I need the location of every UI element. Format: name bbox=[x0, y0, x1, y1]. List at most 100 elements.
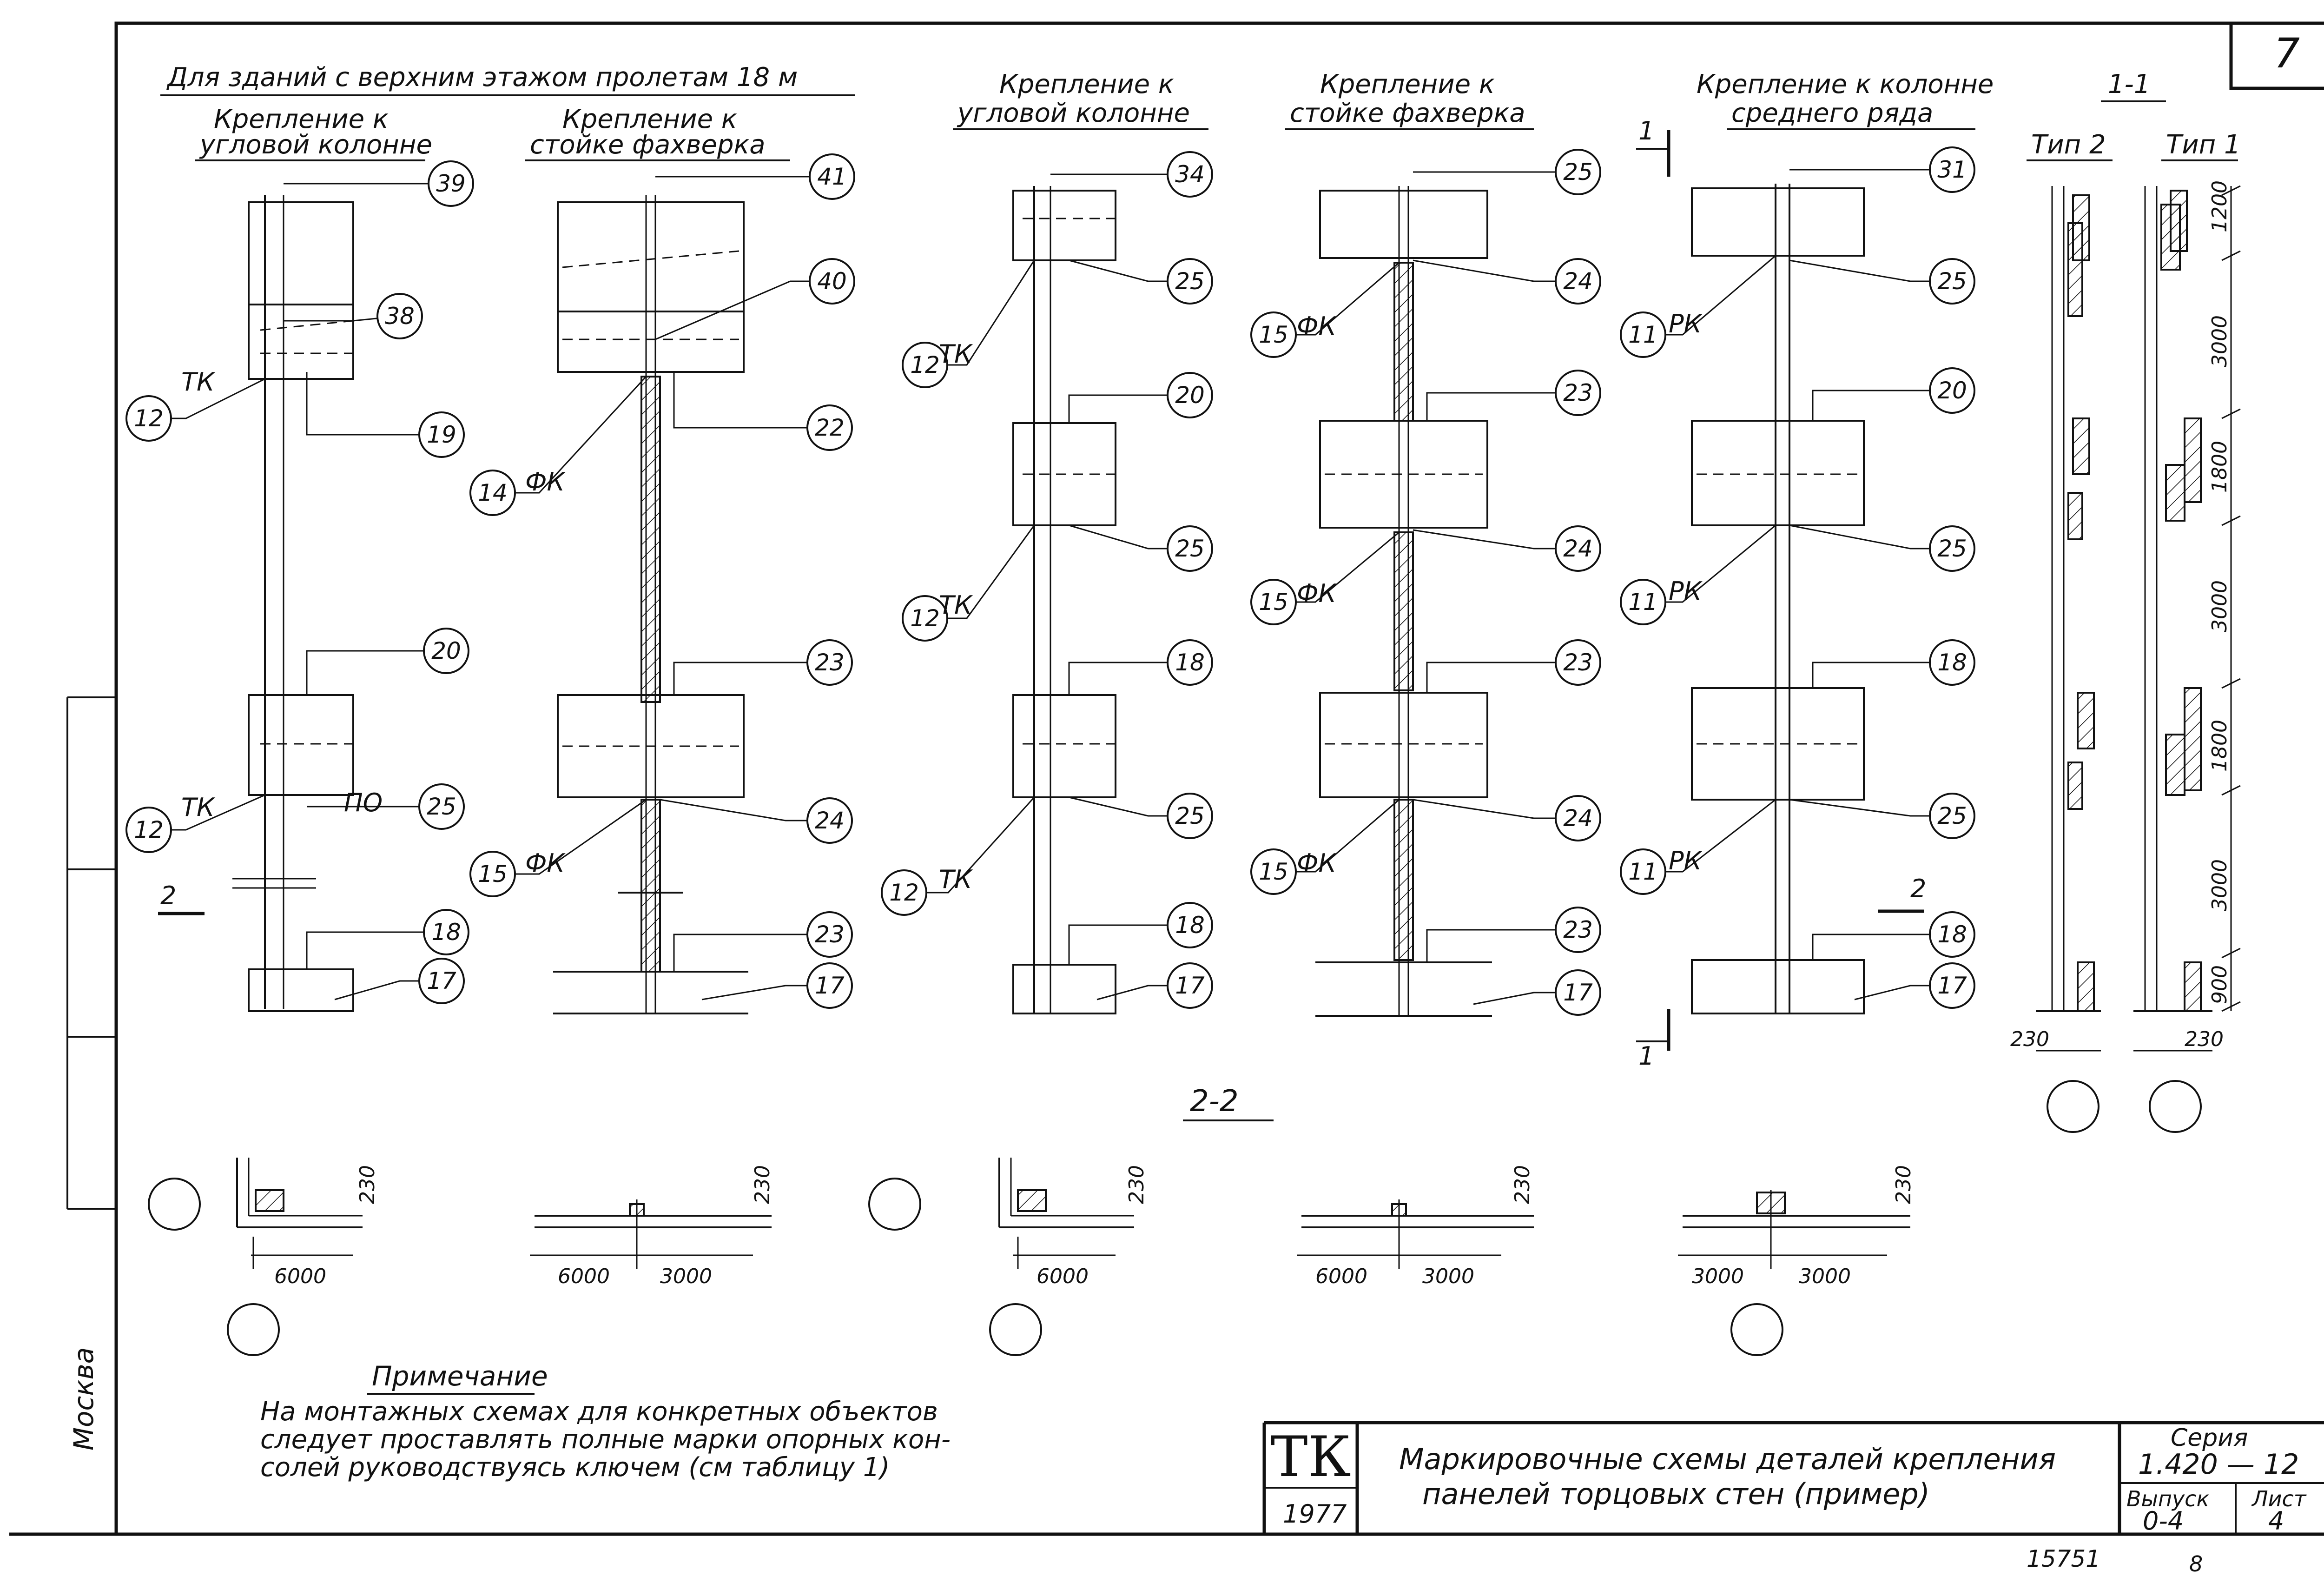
bottom-sheet-number: 8 bbox=[2189, 1551, 2203, 1576]
mark-c4-23b-circle bbox=[1555, 639, 1601, 686]
tag-c2-fk2: ФК bbox=[525, 848, 566, 878]
mark-c3-34: 34 bbox=[1175, 161, 1205, 188]
mark-c3-25c: 25 bbox=[1175, 802, 1205, 829]
mark-c5-11a-circle bbox=[1620, 311, 1666, 358]
mark-c4-24a: 24 bbox=[1563, 268, 1593, 295]
mark-c4-17: 17 bbox=[1563, 979, 1593, 1006]
wall-dim-left: 230 bbox=[2010, 1027, 2049, 1051]
mark-c4-24c: 24 bbox=[1563, 805, 1593, 832]
mark-c2-22: 22 bbox=[815, 414, 845, 441]
mark-c4-23b-leader bbox=[1426, 662, 1578, 693]
elevation-col3 bbox=[1012, 186, 1116, 1014]
main-header: Для зданий с верхним этажом пролетам 18 … bbox=[166, 62, 798, 93]
mark-c2-24-leader bbox=[660, 799, 830, 821]
mark-c2-23-leader bbox=[673, 662, 830, 695]
mark-c3-20-leader bbox=[1068, 394, 1190, 423]
page-number: 7 bbox=[2274, 29, 2300, 77]
plan-dim-3000-d: 3000 bbox=[1422, 1265, 1474, 1288]
mark-c1-25-circle bbox=[418, 783, 465, 830]
tag-c3-tk1: ТК bbox=[939, 339, 973, 369]
col2-title-line1: Крепление к bbox=[562, 104, 737, 134]
dim-900: 900 bbox=[2208, 965, 2232, 1004]
mark-c2-17-circle bbox=[806, 962, 853, 1009]
mark-c3-12c-circle bbox=[881, 869, 927, 916]
section-22-dims: 230 6000 230 6000 3000 230 6000 230 6000… bbox=[274, 1165, 1915, 1288]
mark-c1-20: 20 bbox=[431, 637, 461, 664]
mark-c5-31: 31 bbox=[1937, 156, 1967, 183]
mark-c4-23b: 23 bbox=[1563, 649, 1593, 676]
mark-c5-18a-circle bbox=[1929, 639, 1975, 686]
note-line-2: следует проставлять полные марки опорных… bbox=[260, 1424, 951, 1455]
mark-c2-15-circle bbox=[469, 851, 516, 897]
mark-c5-18b: 18 bbox=[1937, 921, 1967, 948]
mark-c1-18: 18 bbox=[431, 919, 461, 946]
mark-c5-20: 20 bbox=[1937, 377, 1967, 404]
mark-c5-25c: 25 bbox=[1937, 802, 1967, 829]
mark-c2-15: 15 bbox=[478, 861, 508, 888]
elevation-col1 bbox=[232, 195, 354, 1012]
plan-dim-230-c: 230 bbox=[1125, 1165, 1149, 1204]
mark-c3-12b: 12 bbox=[910, 605, 940, 632]
mark-c3-25b-circle bbox=[1167, 525, 1213, 572]
mark-c5-25b-circle bbox=[1929, 525, 1975, 572]
stamp-year: 1977 bbox=[1283, 1499, 1347, 1529]
plan-dim-3000-e: 3000 bbox=[1692, 1265, 1744, 1288]
tag-c4-fk1: ФК bbox=[1297, 311, 1337, 341]
mark-c5-11a: 11 bbox=[1628, 321, 1658, 348]
tag-c4-fk2: ФК bbox=[1297, 579, 1337, 608]
mark-c1-19-leader bbox=[306, 372, 442, 436]
mark-c2-23: 23 bbox=[815, 649, 845, 676]
title-block: ТК 1977 Маркировочные схемы деталей креп… bbox=[1262, 1421, 2324, 1536]
mark-c2-14: 14 bbox=[478, 479, 508, 506]
mark-c1-19: 19 bbox=[427, 421, 456, 448]
sheet-number: 4 bbox=[2268, 1506, 2284, 1536]
mark-c3-34-circle bbox=[1167, 151, 1213, 198]
mark-c4-23a-circle bbox=[1555, 370, 1601, 416]
tip2-label: Тип 2 bbox=[2031, 130, 2106, 160]
mark-c4-24a-circle bbox=[1555, 258, 1601, 305]
tag-c2-fk1: ФК bbox=[525, 467, 566, 497]
mark-c2-24-circle bbox=[806, 797, 853, 844]
mark-c1-17: 17 bbox=[427, 967, 456, 994]
tag-c4-fk3: ФК bbox=[1297, 848, 1337, 878]
mark-c5-25b-leader bbox=[1789, 524, 1952, 550]
mark-c4-25-circle bbox=[1555, 149, 1601, 195]
mark-c4-24a-leader bbox=[1413, 259, 1578, 282]
mark-c5-18b-circle bbox=[1929, 911, 1975, 958]
note-line-3: солей руководствуясь ключем (см таблицу … bbox=[260, 1452, 890, 1483]
col2-title-line2: стойке фахверка bbox=[530, 130, 766, 160]
mark-c4-24b-circle bbox=[1555, 525, 1601, 572]
section-mark-2-right: 2 bbox=[1910, 874, 1926, 903]
mark-c4-23a: 23 bbox=[1563, 379, 1593, 406]
mark-c2-23b: 23 bbox=[815, 921, 845, 948]
mark-c1-17-circle bbox=[418, 958, 465, 1004]
plan-dim-3000-b: 3000 bbox=[660, 1265, 712, 1288]
mark-c4-25: 25 bbox=[1563, 159, 1593, 185]
section-11-dims: 1200 3000 1800 3000 1800 3000 900 230 23… bbox=[2010, 180, 2232, 1051]
tip1-label: Тип 1 bbox=[2166, 130, 2241, 160]
note-block: Примечание На монтажных схемах для конкр… bbox=[260, 1360, 951, 1483]
mark-c3-12b-circle bbox=[902, 595, 948, 642]
bottom-code: 15751 bbox=[2027, 1545, 2100, 1572]
issue-number: 0-4 bbox=[2143, 1506, 2184, 1536]
tag-c3-tk2: ТК bbox=[939, 590, 973, 620]
mark-c2-40-circle bbox=[809, 258, 855, 305]
mark-c4-15a: 15 bbox=[1259, 321, 1288, 348]
mark-c4-23c-leader bbox=[1426, 929, 1578, 962]
mark-c2-17: 17 bbox=[815, 972, 845, 999]
dim-1800-b: 1800 bbox=[2208, 720, 2232, 772]
mark-c5-17-circle bbox=[1929, 962, 1975, 1009]
mark-c2-23b-circle bbox=[806, 911, 853, 958]
mark-c5-25c-leader bbox=[1789, 799, 1952, 817]
note-title: Примечание bbox=[372, 1360, 548, 1392]
plan-dim-6000-a: 6000 bbox=[274, 1265, 326, 1288]
mark-c3-12a: 12 bbox=[910, 351, 940, 378]
header-titles: Для зданий с верхним этажом пролетам 18 … bbox=[160, 62, 2241, 1121]
side-city-label: Москва bbox=[68, 1347, 99, 1451]
mark-c5-25a-leader bbox=[1789, 259, 1952, 282]
section-22-title: 2-2 bbox=[1190, 1084, 1239, 1119]
tag-c5-rk1: РК bbox=[1669, 309, 1703, 338]
mark-c2-14-circle bbox=[469, 470, 516, 516]
mark-c2-15-leader bbox=[493, 799, 647, 875]
mark-c1-18-circle bbox=[423, 909, 469, 955]
